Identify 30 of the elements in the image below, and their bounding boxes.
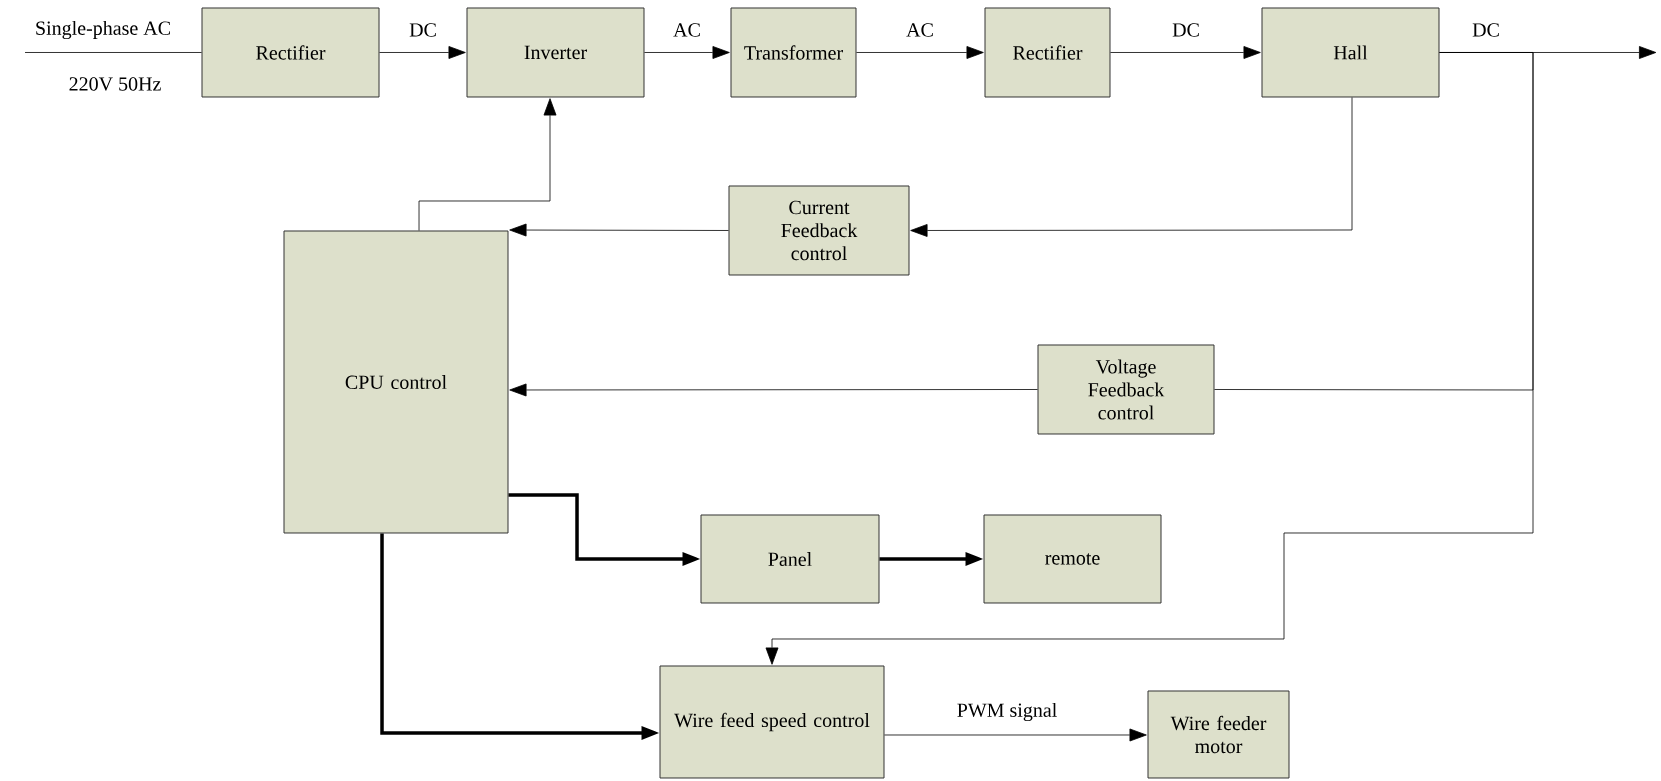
edge-label: AC bbox=[672, 22, 702, 38]
process-box: Rectifier bbox=[984, 7, 1111, 98]
process-box: CPU control bbox=[283, 230, 509, 534]
arrow bbox=[418, 98, 557, 231]
edge-label: AC bbox=[905, 22, 935, 38]
process-box: Panel bbox=[700, 514, 880, 604]
process-box: Rectifier bbox=[201, 7, 380, 98]
edge-label: PWM signal bbox=[955, 701, 1059, 723]
arrow bbox=[765, 52, 1534, 665]
arrow bbox=[1110, 46, 1261, 59]
arrow bbox=[379, 46, 466, 59]
arrow bbox=[884, 728, 1147, 742]
edge-label: DC bbox=[408, 22, 438, 38]
arrow bbox=[856, 46, 984, 59]
edge-label: Single-phase AC bbox=[33, 19, 173, 41]
process-box: Hall bbox=[1261, 7, 1440, 98]
process-box: Wire feeder motor bbox=[1147, 690, 1290, 779]
arrow bbox=[509, 383, 1038, 397]
process-box: Voltage Feedback control bbox=[1037, 344, 1215, 435]
arrow bbox=[644, 46, 730, 59]
edge-label: DC bbox=[1171, 22, 1201, 38]
edge-label: DC bbox=[1471, 22, 1501, 38]
process-box: remote bbox=[983, 514, 1162, 604]
process-box: Current Feedback control bbox=[728, 185, 910, 276]
arrow bbox=[910, 97, 1353, 237]
arrow bbox=[509, 223, 729, 237]
process-box: Transformer bbox=[730, 7, 857, 98]
process-box: Wire feed speed control bbox=[659, 665, 885, 779]
annotation-text: 220V 50Hz bbox=[69, 77, 161, 91]
process-box: Inverter bbox=[466, 7, 645, 98]
